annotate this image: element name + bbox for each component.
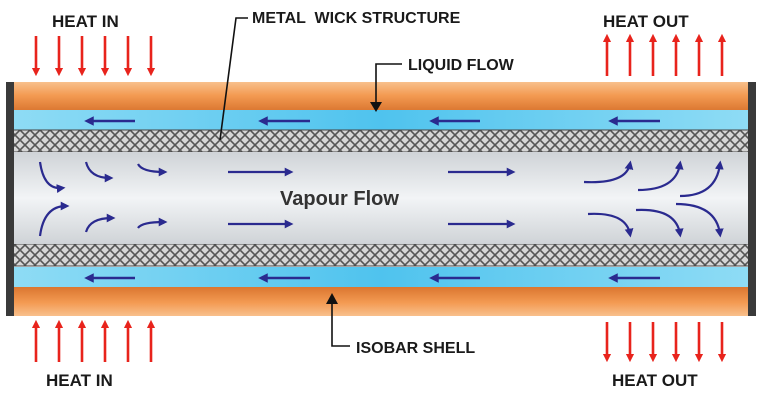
blue-arrow-right-icon <box>587 212 634 238</box>
heat-out-top-label: HEAT OUT <box>603 12 689 31</box>
leader-lines <box>219 17 402 347</box>
bottom-liquid-channel <box>10 267 752 287</box>
blue-arrow-right-icon <box>137 217 168 229</box>
blue-arrow-right-icon <box>137 163 168 177</box>
liquid-flow-leader-line <box>375 63 402 104</box>
left-end-cap <box>6 82 14 316</box>
blue-arrow-right-icon <box>675 202 724 238</box>
isobar-shell-label: ISOBAR SHELL <box>356 340 475 357</box>
blue-arrow-right-icon <box>679 160 724 198</box>
metal-wick-structure-label: METAL WICK STRUCTURE <box>252 10 461 27</box>
blue-arrow-right-icon <box>38 161 66 193</box>
heat-out-bottom-label: HEAT OUT <box>612 371 698 390</box>
blue-arrow-right-icon <box>38 201 70 237</box>
heat-in-bottom-label: HEAT IN <box>46 371 113 390</box>
bottom-wick-structure <box>9 243 753 267</box>
blue-arrow-right-icon <box>583 160 634 184</box>
right-end-cap <box>748 82 756 316</box>
heat-in-top-label: HEAT IN <box>52 12 119 31</box>
liquid-flow-label: LIQUID FLOW <box>408 57 515 74</box>
top-shell-wall <box>10 82 752 112</box>
heat-out-bottom-arrows <box>602 322 727 363</box>
liquid-flow-arrows <box>84 116 660 283</box>
heat-in-top-arrows <box>31 36 156 77</box>
liquid-flow-leader-arrow-icon <box>370 102 382 112</box>
heat-in-bottom-arrows <box>31 319 156 362</box>
vapour-flow-arrows <box>38 160 724 238</box>
blue-arrow-right-icon <box>84 161 114 183</box>
wick-leader-line <box>219 17 248 141</box>
blue-arrow-right-icon <box>637 160 684 192</box>
top-wick-structure <box>9 129 753 153</box>
vapour-flow-label: Vapour Flow <box>280 188 399 210</box>
blue-arrow-right-icon <box>84 213 116 233</box>
bottom-shell-wall <box>10 286 752 316</box>
heat-out-top-arrows <box>602 33 727 76</box>
isobar-shell-leader-line <box>331 300 350 347</box>
top-liquid-channel <box>10 110 752 130</box>
blue-arrow-right-icon <box>635 208 684 238</box>
isobar-shell-leader-arrow-icon <box>326 293 338 304</box>
